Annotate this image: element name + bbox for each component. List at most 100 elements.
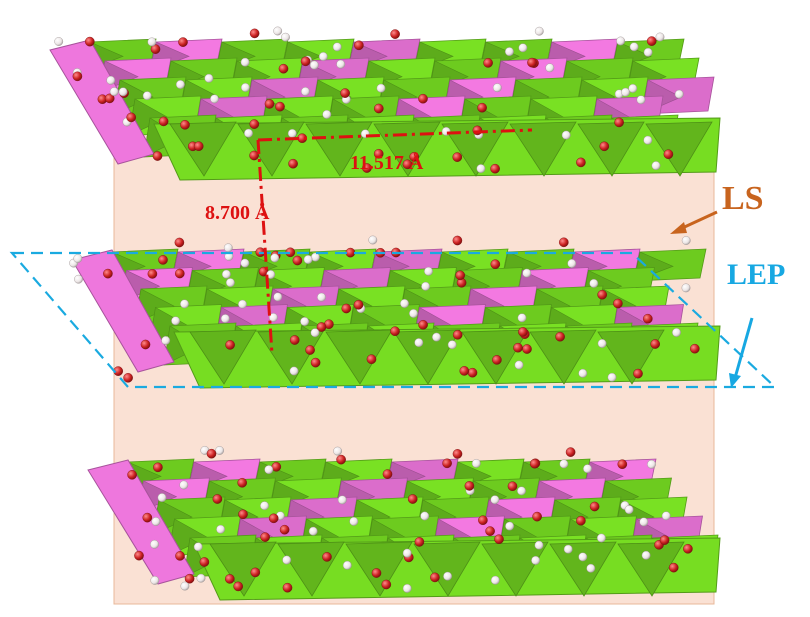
oxygen-atom (345, 247, 356, 258)
oxygen-atom (430, 572, 440, 583)
hydrogen-atom (287, 128, 297, 138)
octahedron-face (373, 121, 441, 177)
octahedron-face (441, 121, 509, 177)
octahedron-face (305, 121, 373, 177)
hydrogen-atom (221, 269, 231, 279)
oxygen-atom (478, 515, 488, 526)
hydrogen-atom (175, 80, 185, 89)
oxygen-atom (158, 255, 168, 265)
oxygen-atom (513, 342, 523, 353)
oxygen-atom (336, 454, 346, 465)
layer-spacing-label: LS (722, 180, 764, 217)
hydrogen-atom (628, 84, 638, 93)
hydrogen-atom (597, 339, 607, 348)
oxygen-atom (418, 93, 428, 104)
hydrogen-atom (238, 299, 247, 309)
hydrogen-atom (643, 47, 653, 57)
oxygen-atom (278, 63, 289, 74)
oxygen-atom (492, 355, 502, 365)
hydrogen-atom (424, 266, 433, 276)
hydrogen-atom (492, 83, 502, 93)
oxygen-atom (224, 574, 235, 584)
oxygen-atom (264, 99, 275, 109)
oxygen-atom (353, 299, 364, 310)
oxygen-atom (104, 93, 115, 104)
oxygen-atom (322, 552, 332, 562)
oxygen-atom (455, 270, 466, 281)
hydrogen-atom (240, 83, 250, 92)
oxygen-atom (127, 469, 137, 480)
hydrogen-atom (514, 360, 524, 370)
oxygen-atom (663, 149, 674, 159)
hydrogen-atom (400, 299, 409, 308)
oxygen-atom (180, 120, 190, 130)
oxygen-atom (613, 298, 623, 309)
hydrogen-atom (421, 281, 430, 291)
layer-edge-plane-label: LEP (727, 258, 786, 291)
hydrogen-atom (180, 581, 190, 591)
hydrogen-atom (180, 299, 189, 309)
oxygen-atom (174, 237, 185, 248)
mineral-layer-middle (69, 235, 721, 389)
hydrogen-atom (322, 110, 332, 119)
octahedron-face (577, 121, 645, 177)
hydrogen-atom (661, 511, 671, 521)
octahedron-face (393, 329, 461, 385)
hydrogen-atom (309, 60, 319, 70)
oxygen-atom (614, 117, 624, 128)
oxygen-atom (193, 141, 204, 151)
hydrogen-atom (118, 87, 128, 97)
oxygen-atom (390, 29, 400, 39)
hydrogen-atom (223, 243, 233, 253)
hydrogen-atom (616, 36, 625, 46)
oxygen-atom (477, 102, 487, 113)
hydrogen-atom (490, 575, 500, 585)
oxygen-atom (442, 458, 452, 469)
oxygen-atom (414, 537, 425, 547)
lep-arrow (733, 317, 754, 379)
oxygen-atom (690, 343, 700, 354)
oxygen-atom (225, 340, 235, 350)
hydrogen-atom (643, 135, 653, 145)
hydrogen-atom (240, 258, 250, 268)
oxygen-atom (483, 58, 493, 68)
oxygen-atom (597, 289, 608, 300)
oxygen-atom (134, 550, 144, 561)
oxygen-atom (373, 103, 384, 114)
oxygen-atom (126, 112, 136, 123)
lattice-c-measure-line (256, 139, 274, 355)
oxygen-atom (249, 119, 260, 129)
hydrogen-atom (318, 52, 328, 61)
oxygen-atom (668, 562, 679, 573)
lattice-c-label: 8.700 Å (205, 202, 270, 224)
oxygen-atom (683, 544, 693, 554)
oxygen-atom (467, 367, 478, 378)
oxygen-atom (464, 481, 475, 491)
oxygen-atom (305, 345, 315, 355)
oxygen-atom (249, 150, 259, 161)
oxygen-atom (279, 524, 290, 535)
oxygen-atom (494, 534, 504, 545)
hydrogen-atom (681, 283, 691, 293)
lattice-a-label: 11.517 Å (350, 152, 424, 174)
hydrogen-atom (681, 236, 691, 245)
oxygen-atom (174, 268, 185, 279)
tetrahedron-face (87, 459, 195, 585)
hydrogen-atom (414, 338, 424, 347)
hydrogen-atom (74, 274, 83, 284)
oxygen-atom (178, 37, 188, 47)
hydrogen-atom (621, 87, 630, 97)
hydrogen-atom (179, 480, 189, 490)
oxygen-atom (532, 511, 542, 522)
hydrogen-atom (432, 332, 441, 342)
hydrogen-atom (109, 87, 119, 97)
hydrogen-atom (317, 292, 326, 302)
oxygen-atom (142, 512, 153, 523)
octahedron-face (509, 121, 577, 177)
hydrogen-atom (210, 94, 219, 104)
oxygen-atom (452, 329, 463, 340)
hydrogen-atom (420, 511, 430, 521)
hydrogen-atom (150, 576, 160, 585)
hydrogen-atom (409, 309, 418, 318)
hydrogen-atom (266, 270, 276, 279)
